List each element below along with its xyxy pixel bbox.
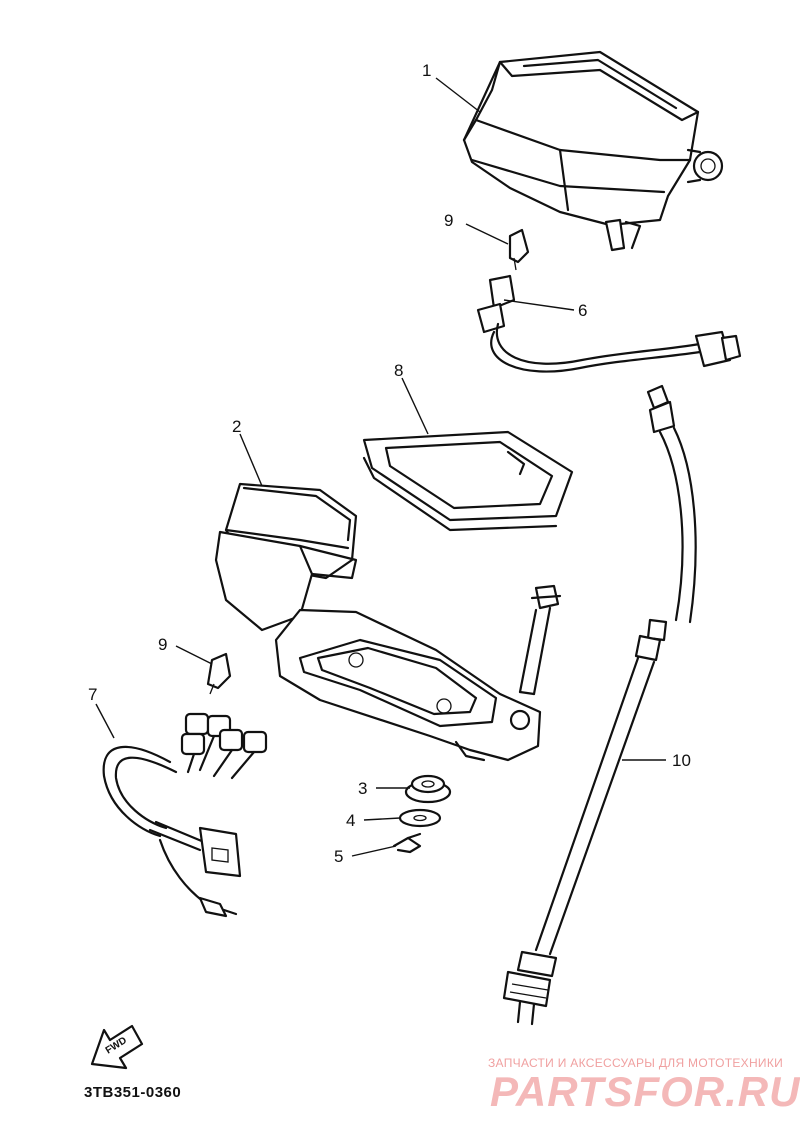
part-5-clip <box>392 832 422 854</box>
callout-4: 4 <box>346 811 355 830</box>
callout-7: 7 <box>88 685 97 704</box>
watermark-subtitle: ЗАПЧАСТИ И АКСЕССУАРЫ ДЛЯ МОТОТЕХНИКИ <box>488 1056 784 1070</box>
callout-8: 8 <box>394 361 403 380</box>
part-6-socket-harness <box>476 274 742 373</box>
part-2-meter-case <box>214 482 542 762</box>
part-9-bulb-lower <box>206 652 232 695</box>
part-3-grommet <box>404 774 452 804</box>
callout-5: 5 <box>334 847 343 866</box>
part-8-gasket <box>362 430 574 532</box>
callout-6: 6 <box>578 301 587 320</box>
part-4-washer <box>398 808 442 828</box>
leader-lines <box>95 77 666 857</box>
callout-1: 1 <box>422 61 431 80</box>
part-code: 3TB351-0360 <box>84 1084 182 1101</box>
part-7-wiring-harness <box>102 712 268 918</box>
callout-3: 3 <box>358 779 367 798</box>
part-9-bulb-upper <box>508 228 530 271</box>
fwd-arrow-icon: FWD <box>90 1024 144 1070</box>
callout-10: 10 <box>672 751 691 770</box>
bolt <box>518 584 562 696</box>
callout-9-lower: 9 <box>158 635 167 654</box>
callout-2: 2 <box>232 417 241 436</box>
callout-9-upper: 9 <box>444 211 453 230</box>
watermark-logo: PARTSFOR.RU <box>490 1068 800 1115</box>
callouts: 1 9 6 8 2 9 7 3 4 5 10 <box>88 61 691 866</box>
part-1-meter-housing <box>462 50 724 252</box>
part-10-speedometer-cable <box>502 384 697 1026</box>
